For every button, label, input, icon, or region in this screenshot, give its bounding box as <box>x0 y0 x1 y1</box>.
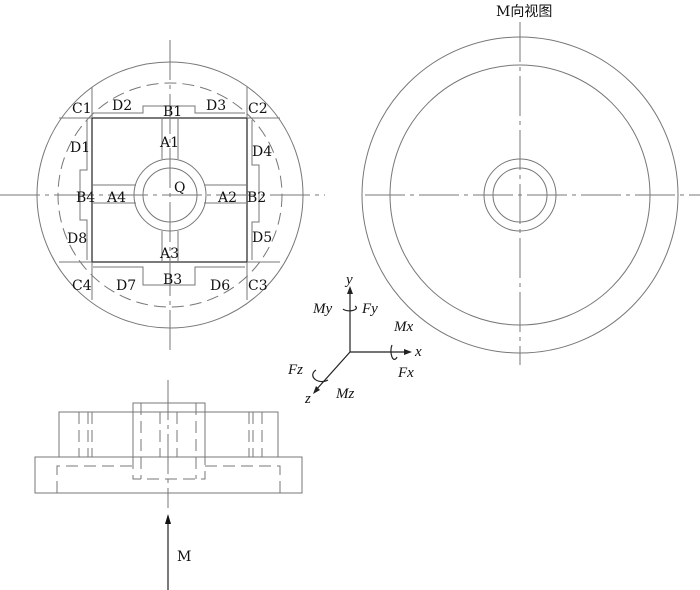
label-fy: Fy <box>361 301 378 317</box>
label-a3: A3 <box>159 246 179 262</box>
label-b2: B2 <box>247 190 266 206</box>
axis-y-label: y <box>344 272 353 288</box>
coordinate-system: y x z My Fy Mx Fx Fz Mz <box>287 272 422 407</box>
centerlines <box>0 40 325 355</box>
label-b3: B3 <box>163 272 182 288</box>
centerlines <box>365 22 700 365</box>
my-rotation-icon <box>342 305 358 312</box>
label-my: My <box>312 301 332 317</box>
label-d4: D4 <box>252 144 272 160</box>
label-b4: B4 <box>76 190 95 206</box>
beams <box>92 118 247 262</box>
label-c3: C3 <box>248 278 268 294</box>
label-a1: A1 <box>159 135 179 151</box>
mz-rotation-icon <box>312 369 329 383</box>
axis-x-label: x <box>414 344 422 360</box>
label-fz: Fz <box>287 362 303 378</box>
label-d8: D8 <box>67 231 87 247</box>
label-fx: Fx <box>397 365 414 381</box>
view-title: M向视图 <box>496 4 552 20</box>
label-mx: Mx <box>393 319 413 335</box>
corner-cuts <box>59 87 280 300</box>
view-arrow-head-icon <box>165 514 171 524</box>
label-c1: C1 <box>72 101 92 117</box>
right-notch <box>251 120 260 260</box>
label-a2: A2 <box>217 190 237 206</box>
m-view: M向视图 <box>361 4 700 365</box>
label-d3: D3 <box>206 98 226 114</box>
hub-boss <box>132 402 206 457</box>
top-notch <box>93 105 245 114</box>
hidden-hub-lines <box>132 403 206 480</box>
top-view: A1 A2 A3 A4 B1 B2 B3 B4 C1 C2 C3 C4 D1 D… <box>0 40 325 355</box>
label-b1: B1 <box>163 104 182 120</box>
axes-lines <box>315 290 408 391</box>
label-d1: D1 <box>70 140 90 156</box>
label-d7: D7 <box>116 278 136 294</box>
label-d5: D5 <box>252 230 272 246</box>
label-mz: Mz <box>335 386 354 402</box>
label-q: Q <box>174 180 185 196</box>
hidden-base-cavity <box>56 465 281 493</box>
label-d2: D2 <box>112 98 132 114</box>
bottom-notch <box>93 266 245 286</box>
label-c2: C2 <box>248 101 268 117</box>
side-view: M <box>34 380 303 590</box>
mx-rotation-icon <box>390 344 398 360</box>
view-arrow-label: M <box>177 549 191 565</box>
label-d6: D6 <box>210 278 230 294</box>
hidden-rib-lines <box>78 412 263 457</box>
label-a4: A4 <box>106 190 126 206</box>
label-c4: C4 <box>72 278 92 294</box>
axis-z-label: z <box>304 391 311 407</box>
